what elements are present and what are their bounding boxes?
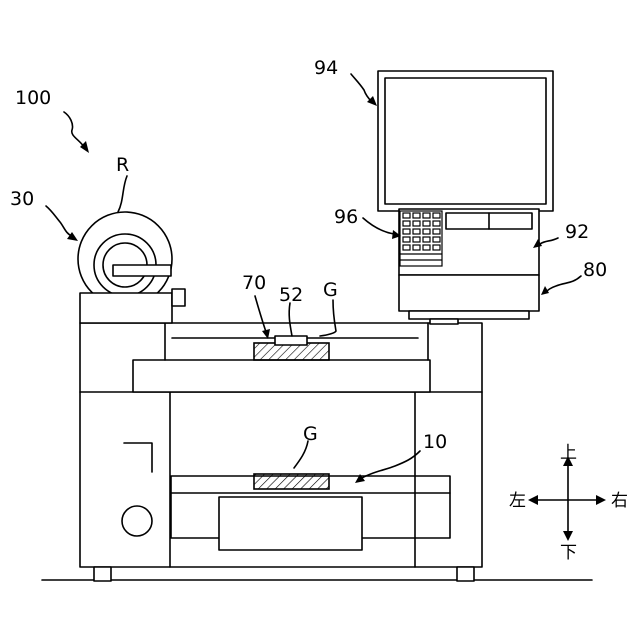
label-94: 94 (314, 57, 338, 79)
direction-left-label: 左 (509, 491, 526, 511)
label-g-bottom: G (303, 423, 318, 445)
label-10: 10 (423, 431, 447, 453)
direction-indicator (528, 456, 606, 541)
platen-block (275, 336, 307, 345)
label-80: 80 (583, 259, 607, 281)
control-station (378, 71, 553, 324)
media-bottom-hatched (254, 474, 329, 489)
direction-right-label: 右 (611, 491, 628, 511)
roll-unit (78, 212, 185, 323)
label-52: 52 (279, 284, 303, 306)
label-92: 92 (565, 221, 589, 243)
label-70: 70 (242, 272, 266, 294)
direction-up-label: 上 (560, 443, 577, 463)
direction-down-label: 下 (560, 543, 577, 563)
label-r: R (116, 154, 129, 176)
label-100: 100 (15, 87, 51, 109)
label-g-top: G (323, 279, 338, 301)
label-96: 96 (334, 206, 358, 228)
label-30: 30 (10, 188, 34, 210)
machine-body (80, 323, 482, 581)
